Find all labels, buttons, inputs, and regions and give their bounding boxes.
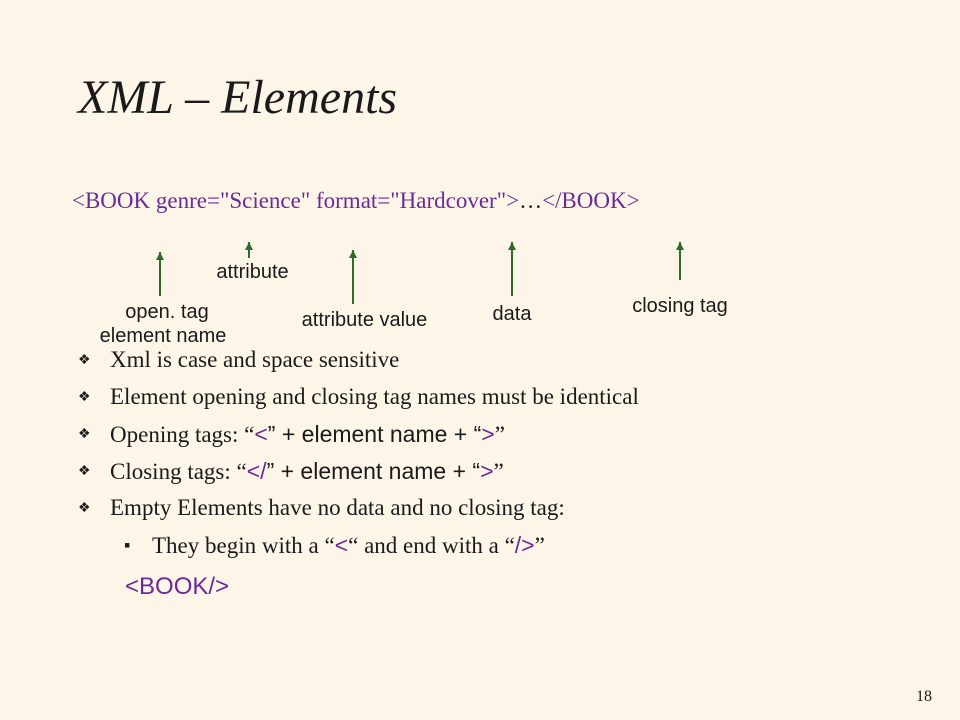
- bullet-item: ❖ Closing tags: “</” + element name + “>…: [78, 456, 639, 493]
- label-attribute: attribute: [216, 261, 289, 283]
- xml-open-tag: <BOOK genre="Science" format="Hardcover"…: [72, 188, 520, 213]
- label-closing-tag: closing tag: [632, 295, 728, 317]
- page-number: 18: [916, 688, 932, 705]
- label-attribute-value: attribute value: [301, 309, 428, 331]
- empty-element-example: <BOOK/>: [125, 573, 230, 600]
- bullet-item: ❖ Element opening and closing tag names …: [78, 382, 639, 419]
- xml-close-tag: </BOOK>: [542, 188, 640, 213]
- square-bullet-icon: ▪: [124, 535, 131, 555]
- diamond-bullet-icon: ❖: [78, 427, 91, 442]
- label-element-name: element name: [99, 325, 227, 347]
- diamond-bullet-icon: ❖: [78, 464, 91, 479]
- bullet-list: ❖ Xml is case and space sensitive ❖ Elem…: [78, 345, 639, 567]
- sub-bullet-item: ▪ They begin with a “<“ and end with a “…: [124, 532, 545, 558]
- xml-ellipsis: …: [519, 188, 543, 213]
- diamond-bullet-icon: ❖: [78, 390, 91, 405]
- bullet-item: ❖ Opening tags: “<” + element name + “>”: [78, 419, 639, 456]
- label-data: data: [492, 303, 532, 325]
- bullet-item: ❖ Xml is case and space sensitive: [78, 345, 639, 382]
- slide-title: XML – Elements: [78, 71, 398, 124]
- label-open-tag-line1: open. tag: [125, 301, 209, 323]
- diamond-bullet-icon: ❖: [78, 353, 91, 368]
- label-open-tag: open. tag: [112, 300, 222, 324]
- xml-example-line: <BOOK genre="Science" format="Hardcover"…: [72, 188, 640, 214]
- diamond-bullet-icon: ❖: [78, 501, 91, 516]
- bullet-item: ❖ Empty Elements have no data and no clo…: [78, 493, 639, 530]
